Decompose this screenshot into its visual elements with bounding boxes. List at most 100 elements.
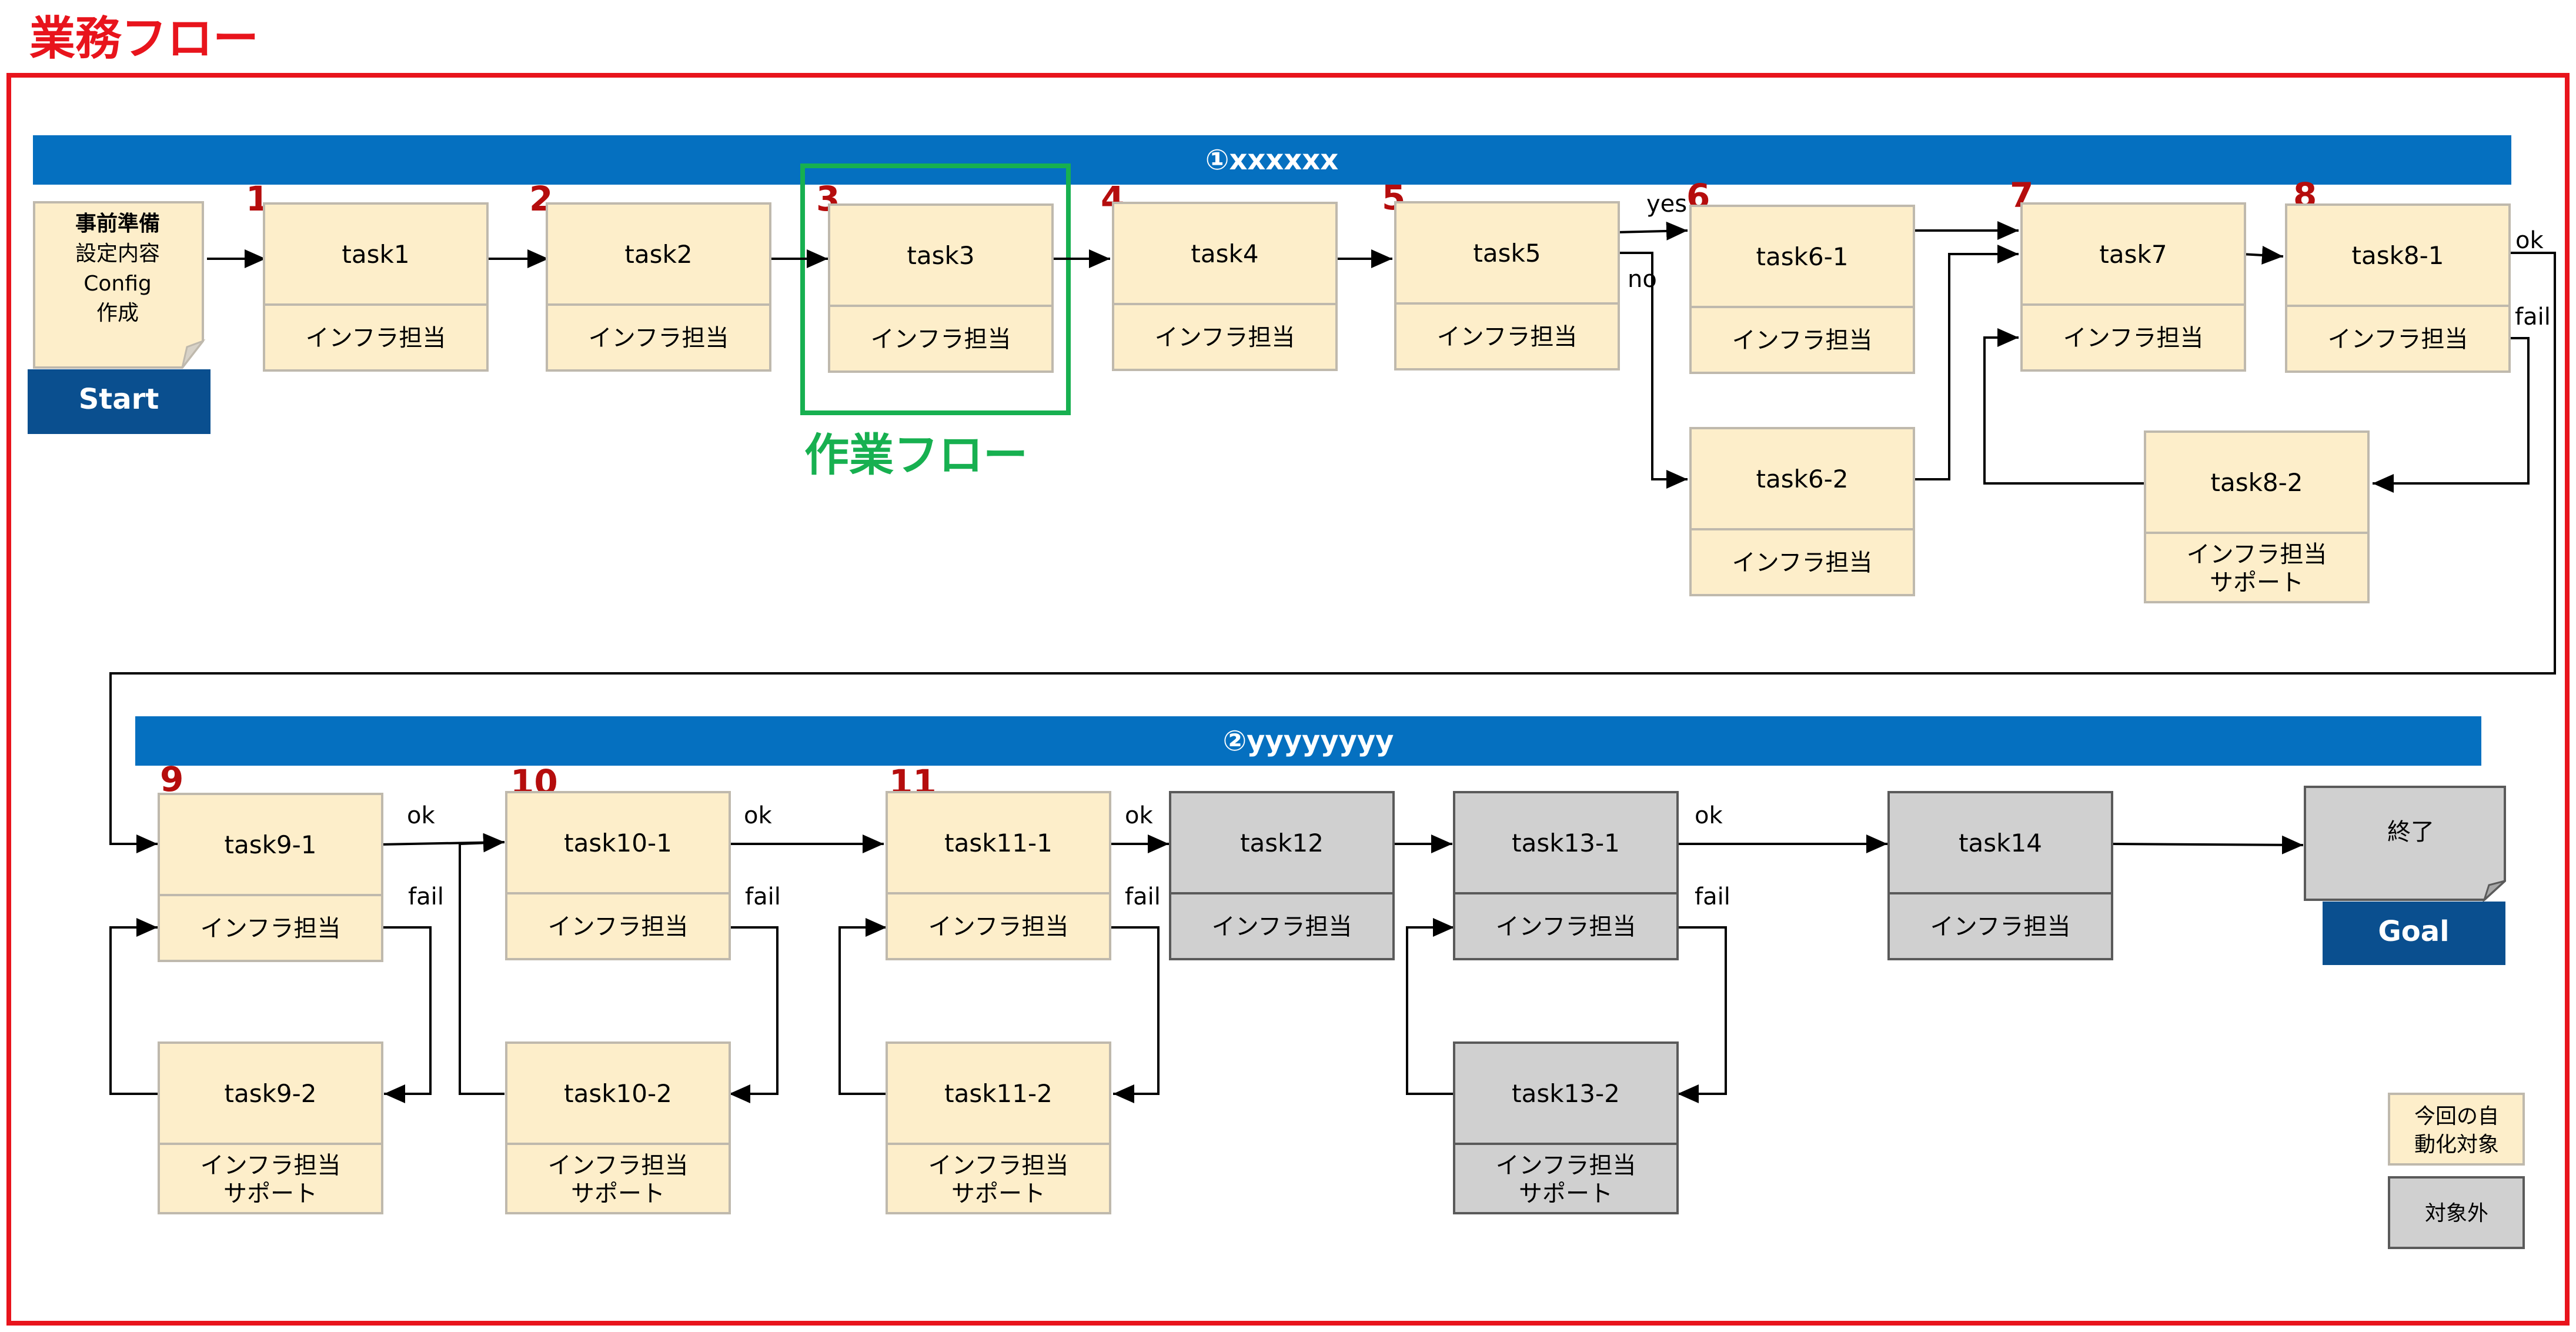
task-title: task6-2	[1756, 465, 1848, 493]
task-box-t7: task7 インフラ担当	[2020, 202, 2246, 372]
outer-frame	[6, 73, 2570, 1326]
task-title: task10-1	[564, 829, 672, 857]
task-role: インフラ担当	[2187, 541, 2327, 568]
step-number-9: 9	[160, 759, 183, 799]
task-boxes: task1インフラ担当task2インフラ担当task3インフラ担当task4イン…	[158, 201, 2511, 1214]
task-title: task7	[2099, 240, 2167, 269]
connector-arrow-18	[729, 926, 779, 1103]
task-header	[1887, 791, 2113, 894]
task-title: task12	[1240, 829, 1324, 857]
section-title-2: ②yyyyyyyy	[1223, 725, 1394, 757]
goal-button-label: Goal	[2378, 915, 2449, 948]
connector-arrow-19	[459, 833, 505, 1095]
task-header	[1689, 427, 1915, 530]
legend-excluded-label: 対象外	[2425, 1201, 2488, 1226]
task-header	[886, 791, 1111, 894]
task-title: task13-2	[1512, 1079, 1620, 1108]
connector-arrow-16	[109, 918, 158, 1095]
task-role-cell	[263, 303, 489, 372]
task-header	[2020, 202, 2246, 306]
task-role: インフラ担当	[928, 913, 1069, 940]
task-role-cell	[1887, 892, 2113, 960]
task-role-cell	[546, 303, 771, 372]
task-role-cell	[1689, 306, 1915, 374]
task-role-cell	[158, 894, 383, 962]
branch-label-fail-11: fail	[1125, 883, 1161, 910]
task-header	[1169, 791, 1395, 894]
task-role: インフラ担当	[871, 326, 1011, 353]
task-box-t1: task1 インフラ担当	[263, 202, 489, 372]
branch-label-no: no	[1628, 266, 1657, 293]
task-role: インフラ担当	[1155, 324, 1295, 351]
task-title: task11-2	[944, 1079, 1053, 1108]
work-flow-highlight	[800, 163, 1071, 415]
connector-arrow-7	[1616, 252, 1688, 489]
task-role-support: サポート	[223, 1180, 318, 1207]
legend-target-swatch	[2388, 1093, 2525, 1166]
task-title: task10-2	[564, 1079, 672, 1108]
task-header	[828, 203, 1054, 307]
task-title: task11-1	[944, 829, 1053, 857]
task-title: task9-2	[224, 1079, 316, 1108]
work-flow-label: 作業フロー	[804, 429, 1028, 481]
connectors	[109, 221, 2556, 1103]
page-title: 業務フロー	[29, 12, 259, 65]
task-header	[263, 202, 489, 306]
task-role-cell	[2144, 532, 2370, 603]
task-title: task13-1	[1512, 829, 1620, 857]
branch-label-ok-13: ok	[1695, 802, 1723, 829]
task-role: インフラ担当	[1496, 1152, 1636, 1179]
task-header	[505, 791, 731, 894]
start-note-line-3: Config	[83, 272, 152, 296]
task-title: task4	[1191, 239, 1258, 268]
task-role-support: サポート	[571, 1180, 665, 1207]
connector-arrow-10	[2241, 245, 2284, 265]
start-button[interactable]	[28, 369, 211, 434]
task-role: インフラ担当	[201, 1152, 341, 1179]
branch-label-fail-10: fail	[745, 883, 781, 910]
task-title: task8-2	[2210, 468, 2303, 497]
task-header	[2285, 203, 2511, 307]
connector-arrow-6	[1615, 221, 1688, 241]
task-role-cell	[886, 892, 1111, 960]
legend: 今回の自 動化対象 対象外	[2388, 1093, 2525, 1249]
task-role: インフラ担当	[2063, 325, 2204, 352]
task-header	[1689, 205, 1915, 308]
connector-arrow-22	[838, 918, 887, 1095]
task-header	[2144, 430, 2370, 534]
start-note-line-1: 事前準備	[75, 212, 160, 236]
task-role: インフラ担当	[1930, 913, 2071, 940]
connector-arrow-21	[1110, 926, 1160, 1103]
task-role-support: サポート	[951, 1180, 1045, 1207]
task-role-cell	[2020, 303, 2246, 372]
goal-button[interactable]	[2323, 902, 2505, 965]
task-title: task2	[624, 240, 692, 269]
task-title: task8-1	[2351, 241, 2444, 270]
branch-label-ok-11: ok	[1125, 802, 1153, 829]
start-button-label: Start	[79, 383, 159, 416]
task-role-cell	[1169, 892, 1395, 960]
task-role-cell	[1689, 528, 1915, 596]
task-role: インフラ担当	[306, 325, 446, 352]
branch-label-yes: yes	[1646, 191, 1687, 218]
task-role-cell	[2285, 305, 2511, 373]
branch-label-fail-13: fail	[1695, 883, 1730, 910]
task-header	[505, 1041, 731, 1145]
start-note-line-2: 設定内容	[75, 242, 160, 266]
task-title: task6-1	[1756, 242, 1848, 271]
task-title: task1	[342, 240, 409, 269]
task-role-cell	[1453, 1143, 1679, 1214]
